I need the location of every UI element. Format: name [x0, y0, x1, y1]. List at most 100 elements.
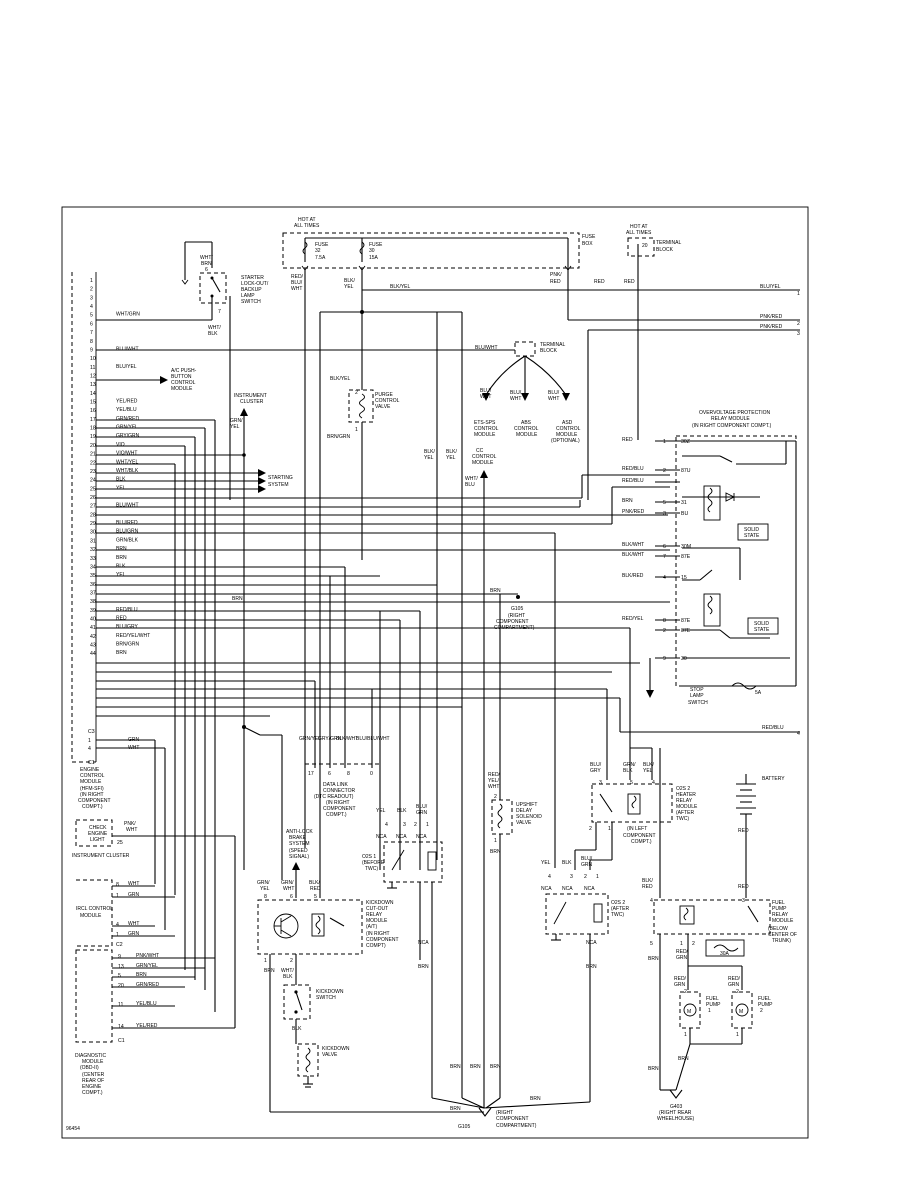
o2s2h-pin-1: 1: [608, 826, 611, 832]
check-engine-wire: PNK/: [124, 821, 136, 827]
o2s2-nca-bot: NCA: [586, 940, 597, 946]
ecm-pin-5: 5: [90, 313, 93, 319]
ecm-label: ENGINE: [80, 767, 100, 773]
stop-lamp-label-2: LAMP: [690, 693, 704, 699]
ecm-pin-24: 24: [90, 478, 96, 484]
ecm-pin-36: 36: [90, 582, 96, 588]
abs-sig-wire-5: BLK/: [309, 880, 320, 886]
ovp-pin-6: 7: [663, 554, 666, 560]
splice-wire-3: WHT: [291, 286, 302, 292]
pump1-wire: RED/: [674, 976, 687, 982]
o2s2-label-2: (AFTER: [611, 906, 629, 912]
g403-ground: G403 (RIGHT REAR WHEELHOUSE) BRN BRN: [648, 1043, 695, 1122]
ecm-pin-35: 35: [90, 573, 96, 579]
ecm-wire-19: GRY/GRN: [116, 433, 140, 439]
cc-wire-a: BLK/: [424, 449, 435, 455]
ecm-pin-26: 26: [90, 495, 96, 501]
check-engine-pin: 25: [117, 840, 123, 846]
fuse-20-number: 20: [642, 243, 648, 249]
dlc-pin-17: 17: [308, 771, 314, 777]
starter-label-5: SWITCH: [241, 299, 261, 305]
ovp-wire-8: RED/YEL: [622, 616, 644, 622]
pump1-label-3: 1: [708, 1008, 711, 1014]
abs-label-2: CONTROL: [514, 426, 539, 432]
abs-sig-wire-4: WHT: [283, 886, 294, 892]
ovp-term-10: 30: [681, 656, 687, 662]
dlc-wire-2: GRY/GRN: [318, 736, 342, 742]
abs-sig-wire-2: YEL: [260, 886, 270, 892]
ecm-label-6: COMPONENT: [78, 798, 111, 804]
ground-label-2: COMPONENT: [496, 1116, 529, 1122]
o2s2h-wire: BLU/: [590, 762, 602, 768]
check-engine-light: CHECK ENGINE LIGHT 25 PNK/ WHT INSTRUMEN…: [72, 819, 235, 859]
asd-wire: BLU/: [548, 390, 560, 396]
ecm-pin-3: 3: [90, 295, 93, 301]
o2s2h-pin-4: 4: [652, 780, 655, 786]
fuel-relay-label: FUEL: [772, 900, 785, 906]
kick-relay-label-7: COMPONENT: [366, 937, 399, 943]
ecm-pin-2: 2: [90, 287, 93, 293]
fuel-relay-label-6: CENTER OF: [768, 932, 797, 938]
ovp-pin-10: 9: [663, 656, 666, 662]
ground-brn-4: BRN: [530, 1096, 541, 1102]
dlc-pin-8: 8: [347, 771, 350, 777]
kickdown-valve-label: KICKDOWN: [322, 1046, 350, 1052]
abs-wire-2: WHT: [510, 396, 521, 402]
pump2-pin-2: 2: [736, 989, 739, 995]
o2s2h-wire-4: BLK: [623, 768, 633, 774]
ecm-c3-pin-2: 4: [88, 746, 91, 752]
ecm-pin-11: 11: [90, 365, 95, 371]
diag-wire-4: YEL/BLU: [136, 1001, 157, 1007]
ovp-wire-1: RED/BLU: [622, 466, 644, 472]
terminal-block-mid: BLU/WHT TERMINAL BLOCK BLU/ WHT ETS-SPS …: [96, 341, 581, 444]
fuel-relay-rg-2: GRN: [676, 955, 688, 961]
g403-brn-2: BRN: [678, 1056, 689, 1062]
diag-label-7: COMPT.): [82, 1090, 103, 1096]
cc-wire-2: BLU: [465, 482, 475, 488]
terminal-block-top: HOT AT ALL TIMES 20 TERMINAL BLOCK: [626, 224, 682, 440]
fuel-relay-pin-1: 1: [680, 941, 683, 947]
cc-wire-b2: YEL: [446, 455, 456, 461]
dlc-label-3: (DTC READOUT): [314, 794, 354, 800]
ecm-wire-31: GRN/BLK: [116, 537, 139, 543]
kick-relay-label-5: (A/T): [366, 924, 377, 930]
ecm-pin-10: 10: [90, 356, 96, 362]
fuel-relay-fuse: 30A: [720, 951, 730, 957]
fuse-30-icon: [359, 241, 365, 255]
starter-label-3: BACKUP: [241, 287, 262, 293]
ovp-label-3: (IN RIGHT COMPONENT COMPT.): [692, 423, 772, 429]
ecm-pin-20: 20: [90, 443, 96, 449]
fuse-30-number: 30: [369, 248, 375, 254]
fuel-relay-label-5: (BELOW: [768, 926, 788, 932]
ecm-wire-34: BLK: [116, 563, 126, 569]
pnk-red-wire: PNK/: [550, 272, 562, 278]
o2s2-wire-blu: BLU/: [581, 856, 593, 862]
o2s2h-loc-3: COMPT.): [631, 839, 652, 845]
starter-label-4: LAMP: [241, 293, 255, 299]
ecm-pin-21: 21: [90, 452, 96, 458]
o2s1-label-2: (BEFORE: [362, 860, 385, 866]
pump1-pin-2: 2: [684, 989, 687, 995]
diag-label-6: ENGINE: [82, 1084, 102, 1090]
ecm-pin-32: 32: [90, 547, 96, 553]
o2s1-nca: NCA: [376, 834, 387, 840]
asd-label-3: MODULE: [556, 432, 578, 438]
ecm-wire-29: BLU/RED: [116, 520, 138, 526]
ecm-pin-22: 22: [90, 460, 96, 466]
fuel-relay-label-2: PUMP: [772, 906, 787, 912]
solid-state-label: SOLID: [744, 527, 759, 533]
fuel-relay-label-4: MODULE: [772, 918, 794, 924]
ovp-wire-3: BRN: [622, 498, 633, 504]
ovp-term-5: 30M: [681, 544, 691, 550]
o2s2h-label-3: RELAY: [676, 798, 693, 804]
output-4-pin: 4: [797, 731, 800, 737]
check-engine-label-2: ENGINE: [88, 831, 108, 837]
ircl-label-2: MODULE: [80, 913, 102, 919]
ecm-wire-17: GRN/RED: [116, 416, 139, 422]
ecm-wire-15: YEL/RED: [116, 399, 138, 405]
splice-wire-2: BLU/: [291, 280, 303, 286]
check-engine-label-3: LIGHT: [90, 837, 105, 843]
kick-relay-pin-8: 8: [264, 894, 267, 900]
ground-icon: [478, 1107, 492, 1117]
o2s2h-loc: (IN LEFT: [627, 826, 647, 832]
